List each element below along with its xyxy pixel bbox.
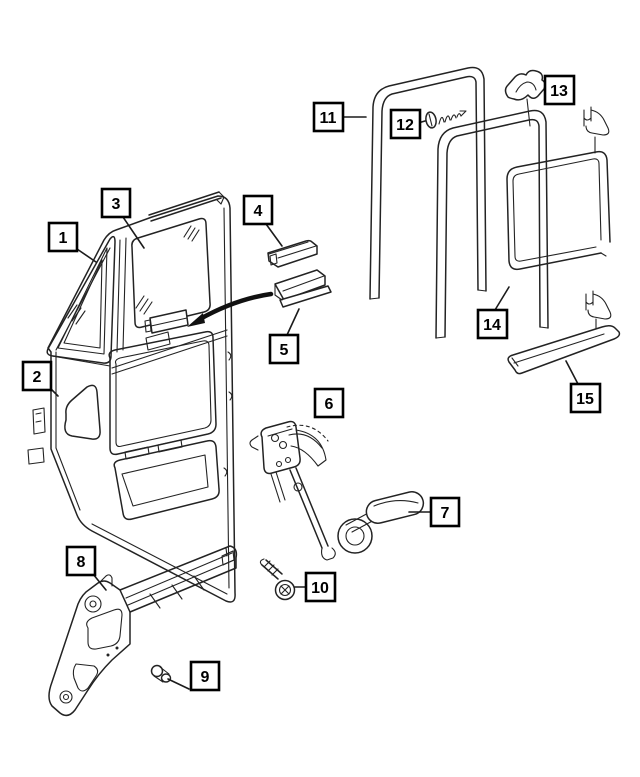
callout-12[interactable]: 12 [389, 108, 422, 140]
callout-5-label: 5 [280, 342, 289, 359]
retainer-clip-right [583, 106, 610, 154]
callout-7-label: 7 [441, 505, 450, 522]
callout-12-label: 12 [396, 117, 414, 134]
pointer-arrow [187, 291, 274, 327]
channel-screw [425, 110, 467, 129]
callout-8-label: 8 [77, 554, 86, 571]
belt-weatherstrip [507, 290, 621, 375]
window-crank-handle [337, 491, 425, 554]
leader-lines [49, 116, 579, 690]
callout-11[interactable]: 11 [312, 101, 345, 133]
top-retainer-clip [504, 69, 546, 127]
callout-10-label: 10 [311, 580, 329, 597]
callout-13-label: 13 [550, 83, 568, 100]
glass-run-channel [369, 66, 487, 300]
retainer-clip-lower [585, 290, 612, 335]
callout-6-label: 6 [325, 396, 334, 413]
callout-7[interactable]: 7 [429, 496, 461, 528]
glass-lift-bracket [144, 309, 189, 334]
callout-9-label: 9 [201, 669, 210, 686]
callout-1[interactable]: 1 [47, 221, 79, 253]
callout-5[interactable]: 5 [268, 333, 300, 365]
regulator-rail-bracket [48, 545, 238, 717]
seal-frame [506, 106, 611, 271]
callout-14-label: 14 [483, 317, 501, 334]
glass-channel-block-lower [274, 269, 332, 308]
door-glass [131, 217, 211, 334]
callout-8[interactable]: 8 [65, 545, 97, 577]
callout-3[interactable]: 3 [100, 187, 132, 219]
regulator-screw [259, 558, 296, 601]
callout-6[interactable]: 6 [313, 387, 345, 419]
callout-2-label: 2 [33, 369, 42, 386]
callout-4-label: 4 [254, 203, 263, 220]
callout-13[interactable]: 13 [543, 74, 576, 106]
division-channel [435, 109, 549, 339]
callout-14[interactable]: 14 [476, 308, 509, 340]
callout-4[interactable]: 4 [242, 194, 274, 226]
callout-2[interactable]: 2 [21, 360, 53, 392]
glass-channel-block-upper [267, 239, 318, 268]
window-regulator [249, 420, 336, 561]
callout-15[interactable]: 15 [569, 382, 602, 414]
callout-9[interactable]: 9 [189, 660, 221, 692]
callout-11-label: 11 [320, 110, 337, 127]
callout-15-label: 15 [576, 391, 594, 408]
vent-window-frame [46, 235, 127, 364]
callout-3-label: 3 [112, 196, 121, 213]
callout-10[interactable]: 10 [304, 571, 337, 603]
callout-1-label: 1 [59, 230, 68, 247]
